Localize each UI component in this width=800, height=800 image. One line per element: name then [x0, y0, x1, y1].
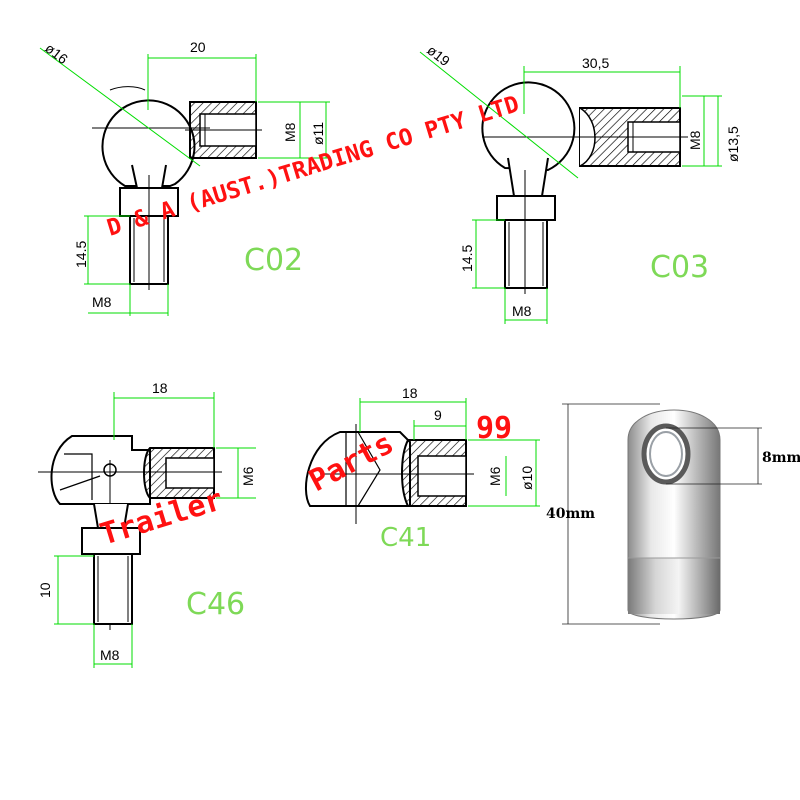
part-c41-drawing: 18 9 M6 ø10 C41 — [305, 385, 540, 553]
photo-hole-size-label: 8mm — [762, 450, 800, 466]
eye-end-photo: 40mm 8mm — [546, 403, 800, 625]
c03-stud-length-label: 14.5 — [459, 245, 475, 272]
part-c46-drawing: 18 M6 10 M8 C46 — [37, 380, 256, 668]
c02-stud-length-label: 14.5 — [73, 241, 89, 268]
c02-stud-thread-label: M8 — [92, 294, 112, 310]
c03-length-label: 30,5 — [582, 55, 609, 71]
c02-ball-diameter-label: ø16 — [42, 40, 71, 68]
c41-length-label: 18 — [402, 385, 418, 401]
c03-ball-diameter-label: ø19 — [424, 42, 453, 70]
c03-thread-socket-label: M8 — [687, 130, 703, 150]
c46-dimension-lines — [54, 392, 256, 668]
c46-stud-length-label: 10 — [37, 582, 53, 598]
photo-length-label: 40mm — [546, 506, 595, 522]
c03-collar — [496, 195, 556, 221]
c46-code-label: C46 — [186, 587, 245, 622]
c41-outer-diameter-label: ø10 — [519, 466, 535, 490]
c46-collar — [81, 527, 141, 555]
watermark-brand-number: 99 — [476, 411, 512, 446]
c03-stud-thread-label: M8 — [512, 303, 532, 319]
c03-stud — [504, 219, 548, 289]
c02-outer-diameter-label: ø11 — [310, 122, 326, 145]
c46-stud — [93, 553, 133, 625]
c41-thread-socket-label: M6 — [487, 466, 503, 486]
c41-dimension-lines — [359, 398, 540, 507]
c02-length-label: 20 — [190, 39, 206, 55]
c46-stud-thread-label: M8 — [100, 647, 120, 663]
c03-code-label: C03 — [650, 250, 709, 285]
c03-outer-diameter-label: ø13,5 — [725, 126, 741, 162]
c41-code-label: C41 — [380, 523, 431, 553]
photo-dimension-lines — [562, 403, 762, 625]
c46-thread-socket-label: M6 — [240, 466, 256, 486]
part-c02-drawing: ø16 20 M8 ø11 14.5 M8 C02 — [39, 39, 330, 316]
c02-thread-socket-label: M8 — [282, 122, 298, 142]
c03-dimension-lines — [419, 51, 722, 324]
c41-socket-depth-label: 9 — [434, 407, 442, 423]
c02-code-label: C02 — [244, 243, 303, 278]
c02-ball — [101, 99, 196, 187]
c46-head — [50, 435, 151, 505]
c02-dimension-lines — [39, 47, 330, 316]
c03-neck — [507, 157, 549, 197]
c03-ball — [481, 81, 576, 172]
part-c03-drawing: ø19 30,5 M8 ø13,5 14.5 M8 C03 — [419, 42, 741, 324]
c46-length-label: 18 — [152, 380, 168, 396]
